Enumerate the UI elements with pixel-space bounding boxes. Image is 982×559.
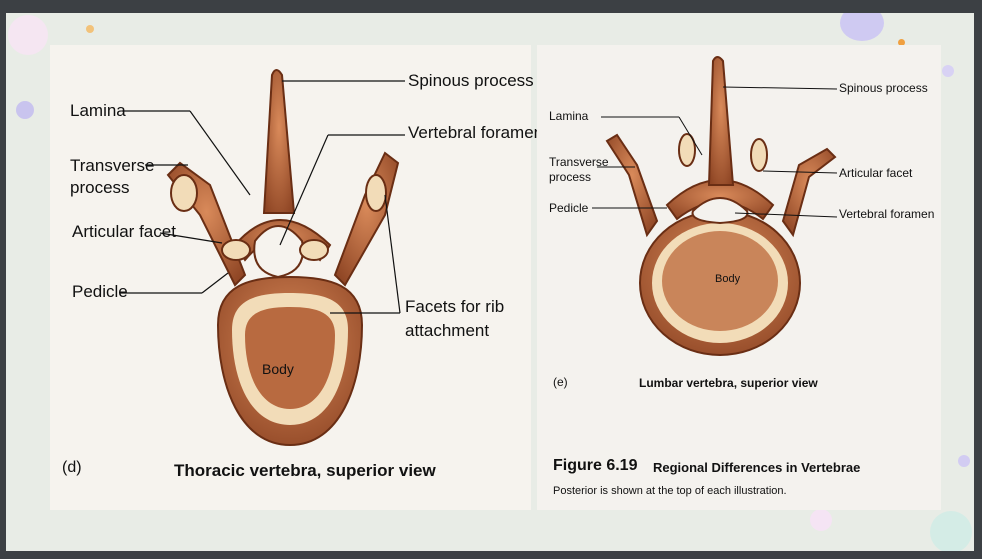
label-body: Body <box>262 361 294 377</box>
label-facets-for-rib: Facets for rib attachment <box>405 297 505 340</box>
decorative-dot <box>942 65 954 77</box>
decorative-dot <box>8 15 48 55</box>
figure-number: Figure 6.19 <box>553 457 638 474</box>
label-pedicle: Pedicle <box>72 282 128 301</box>
thoracic-vertebra-illustration <box>120 69 405 447</box>
panel-letter: (d) <box>62 459 82 476</box>
figure-title: Regional Differences in Vertebrae <box>653 460 861 475</box>
label-transverse-process: Transverse process <box>549 155 609 184</box>
label-lamina: Lamina <box>70 101 126 120</box>
decorative-dot <box>16 101 34 119</box>
figure-note: Posterior is shown at the top of each il… <box>553 485 787 497</box>
figure-caption: Thoracic vertebra, superior view <box>174 461 436 480</box>
panel-letter: (e) <box>553 375 568 389</box>
thoracic-figure-panel: Lamina Transverse process Articular face… <box>50 45 543 510</box>
label-spinous-process: Spinous process <box>839 81 928 95</box>
label-spinous-process: Spinous process <box>408 71 534 90</box>
label-pedicle: Pedicle <box>549 201 589 215</box>
label-articular-facet: Articular facet <box>839 166 913 180</box>
figure-caption: Lumbar vertebra, superior view <box>639 376 818 390</box>
decorative-dot <box>86 25 94 33</box>
decorative-dot <box>958 455 970 467</box>
label-transverse-process: Transverse process <box>70 156 155 197</box>
label-vertebral-foramen: Vertebral foramen <box>839 207 935 221</box>
decorative-dot <box>898 39 905 46</box>
label-body: Body <box>715 273 741 285</box>
decorative-dot <box>840 13 884 41</box>
label-vertebral-foramen: Vertebral foramen <box>408 123 544 142</box>
lumbar-vertebra-illustration <box>592 56 838 356</box>
label-lamina: Lamina <box>549 109 589 123</box>
lumbar-figure-panel: Lamina Transverse process Pedicle Spinou… <box>537 45 941 510</box>
decorative-dot <box>930 511 972 551</box>
label-articular-facet: Articular facet <box>72 222 176 241</box>
slide: Lamina Transverse process Articular face… <box>6 13 974 551</box>
decorative-dot <box>810 509 832 531</box>
